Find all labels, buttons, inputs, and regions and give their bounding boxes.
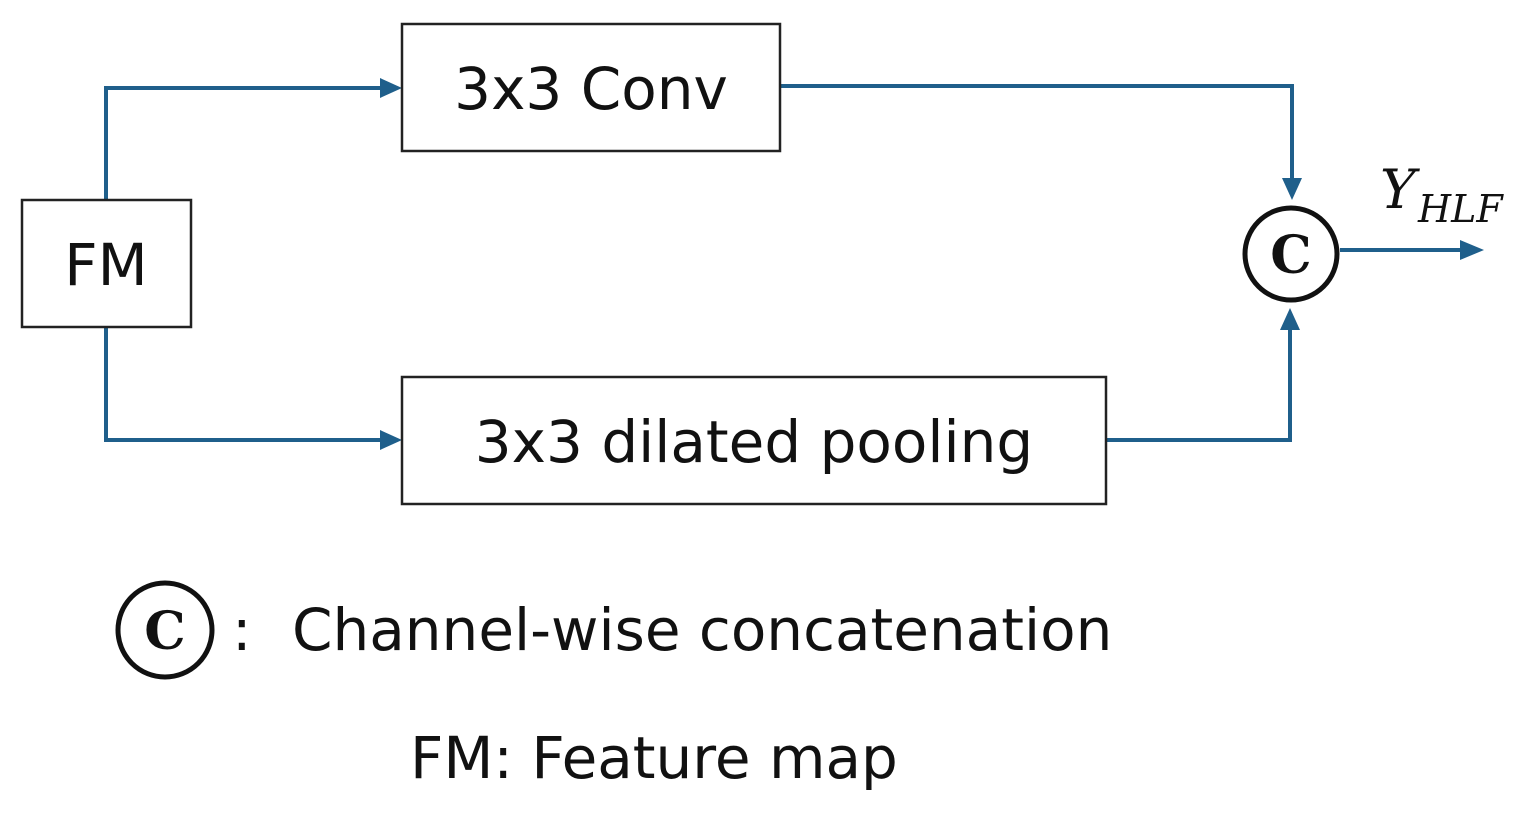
- node-conv: 3x3 Conv: [400, 22, 782, 153]
- arrowhead-concat-top: [1282, 178, 1302, 200]
- legend: C : Channel-wise concatenation FM: Featu…: [115, 580, 1112, 792]
- legend-concat-separator: :: [232, 596, 252, 664]
- edge-fm-to-pooling: [104, 327, 385, 442]
- concat-symbol: C: [1270, 225, 1311, 286]
- node-pooling-box: [400, 375, 1108, 506]
- output-label-subscript: HLF: [1417, 187, 1504, 231]
- output-label: Y HLF: [1380, 158, 1504, 231]
- output-label-main: Y: [1380, 158, 1420, 221]
- legend-concat-text: Channel-wise concatenation: [292, 596, 1112, 664]
- concat-circle-icon: [1242, 205, 1340, 303]
- legend-fm-text: FM: Feature map: [410, 724, 898, 792]
- arrowhead-pooling-in: [380, 430, 402, 450]
- edge-conv-to-concat: [780, 84, 1294, 180]
- arrowhead-conv-in: [380, 78, 402, 98]
- legend-concat-circle-icon: [115, 580, 215, 680]
- node-conv-box: [400, 22, 782, 153]
- edge-fm-to-conv: [104, 86, 385, 200]
- node-pooling-label: 3x3 dilated pooling: [475, 408, 1033, 476]
- node-pooling: 3x3 dilated pooling: [400, 375, 1108, 506]
- connectors: [104, 78, 1484, 450]
- node-conv-label: 3x3 Conv: [454, 55, 728, 123]
- node-fm-box: [20, 198, 193, 329]
- node-fm: FM: [20, 198, 193, 329]
- node-concat: C: [1242, 205, 1340, 303]
- edge-pooling-to-concat: [1106, 328, 1292, 442]
- arrowhead-concat-bottom: [1280, 308, 1300, 330]
- arrowhead-output: [1460, 240, 1484, 260]
- node-fm-label: FM: [64, 231, 147, 299]
- legend-concat-symbol: C: [144, 601, 185, 662]
